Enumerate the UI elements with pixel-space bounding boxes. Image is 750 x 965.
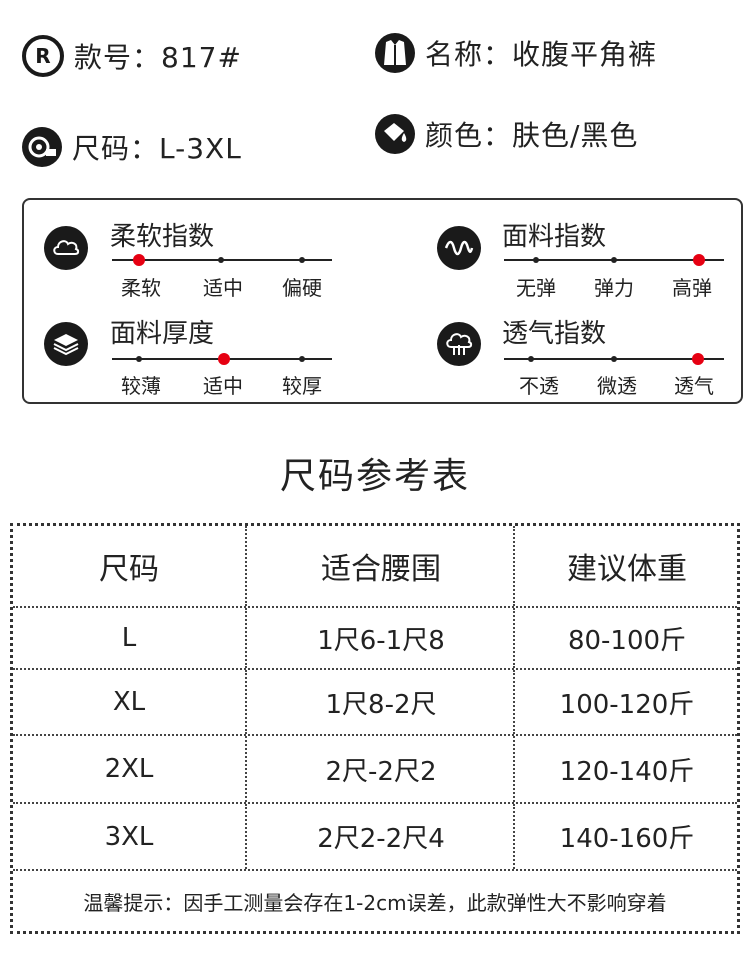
table-row: 3XL 2尺2-2尺4 140-160斤 bbox=[13, 804, 737, 871]
scale-dot bbox=[611, 257, 617, 263]
scale-dot bbox=[299, 356, 305, 362]
scale-label: 透气 bbox=[674, 374, 714, 398]
size-range: 尺码：L-3XL bbox=[72, 132, 242, 165]
breathable-icon bbox=[437, 322, 481, 366]
cell-waist: 2尺-2尺2 bbox=[245, 736, 515, 802]
cell-size: 3XL bbox=[104, 821, 154, 852]
scale-label: 偏硬 bbox=[282, 276, 322, 300]
scale-dot-selected bbox=[218, 353, 230, 365]
scale-dot-selected bbox=[133, 254, 145, 266]
cell-size: 2XL bbox=[104, 754, 154, 784]
size-table-title: 尺码参考表 bbox=[279, 456, 470, 497]
scale-label: 微透 bbox=[597, 374, 637, 398]
style-number: 款号：817# bbox=[74, 41, 242, 74]
metric-title: 透气指数 bbox=[502, 319, 607, 349]
scale-label: 不透 bbox=[519, 374, 559, 398]
color-row: 颜色：肤色/黑色 bbox=[375, 114, 638, 154]
scale-label: 较厚 bbox=[282, 374, 322, 398]
cell-waist: 1尺6-1尺8 bbox=[245, 608, 515, 668]
style-number-row: R 款号：817# bbox=[22, 35, 242, 77]
registered-icon: R bbox=[22, 35, 64, 77]
paint-bucket-icon bbox=[375, 114, 415, 154]
scale-label: 适中 bbox=[203, 374, 243, 398]
garment-icon bbox=[375, 33, 415, 73]
cell-size: L bbox=[121, 623, 137, 653]
scale-dot bbox=[611, 356, 617, 362]
metric-title: 面料厚度 bbox=[110, 319, 215, 349]
tape-measure-icon bbox=[22, 127, 62, 167]
metric-title: 面料指数 bbox=[502, 222, 607, 252]
scale-dot bbox=[299, 257, 305, 263]
size-table: 尺码 适合腰围 建议体重 L 1尺6-1尺8 80-100斤 XL 1尺8-2尺… bbox=[10, 523, 740, 934]
scale-dot-selected bbox=[692, 353, 704, 365]
scale-label: 无弹 bbox=[516, 276, 556, 300]
header-size: 尺码 bbox=[99, 552, 159, 587]
scale-label: 高弹 bbox=[672, 276, 712, 300]
scale-dot bbox=[218, 257, 224, 263]
cell-weight: 120-140斤 bbox=[513, 736, 739, 802]
scale-label: 弹力 bbox=[594, 276, 634, 300]
scale-dot bbox=[533, 257, 539, 263]
cell-size: XL bbox=[112, 687, 146, 717]
scale-dot bbox=[528, 356, 534, 362]
cell-waist: 1尺8-2尺 bbox=[245, 670, 515, 734]
scale-label: 适中 bbox=[203, 276, 243, 300]
product-name-row: 名称：收腹平角裤 bbox=[375, 33, 657, 73]
cell-weight: 100-120斤 bbox=[513, 670, 739, 734]
cloud-icon bbox=[44, 226, 88, 270]
size-range-row: 尺码：L-3XL bbox=[22, 127, 242, 167]
scale-label: 柔软 bbox=[121, 276, 161, 300]
table-row: XL 1尺8-2尺 100-120斤 bbox=[13, 670, 737, 736]
scale-dot bbox=[136, 356, 142, 362]
layers-icon bbox=[44, 322, 88, 366]
header-weight: 建议体重 bbox=[513, 526, 739, 606]
wave-icon bbox=[437, 226, 481, 270]
metric-title: 柔软指数 bbox=[110, 222, 215, 252]
scale-dot-selected bbox=[693, 254, 705, 266]
cell-weight: 140-160斤 bbox=[513, 804, 739, 869]
product-name: 名称：收腹平角裤 bbox=[425, 38, 658, 71]
scale-label: 较薄 bbox=[121, 374, 161, 398]
table-header-row: 尺码 适合腰围 建议体重 bbox=[13, 526, 737, 608]
product-color: 颜色：肤色/黑色 bbox=[425, 119, 639, 152]
table-row: L 1尺6-1尺8 80-100斤 bbox=[13, 608, 737, 670]
cell-weight: 80-100斤 bbox=[513, 608, 739, 668]
header-waist: 适合腰围 bbox=[245, 526, 515, 606]
measurement-note: 温馨提示：因手工测量会存在1-2cm误差，此款弹性大不影响穿着 bbox=[83, 890, 667, 915]
cell-waist: 2尺2-2尺4 bbox=[245, 804, 515, 869]
table-row: 2XL 2尺-2尺2 120-140斤 bbox=[13, 736, 737, 804]
fabric-index-panel: 柔软指数 柔软 适中 偏硬 面料指数 无弹 弹力 高弹 面料厚度 较薄 适中 较… bbox=[22, 198, 743, 404]
